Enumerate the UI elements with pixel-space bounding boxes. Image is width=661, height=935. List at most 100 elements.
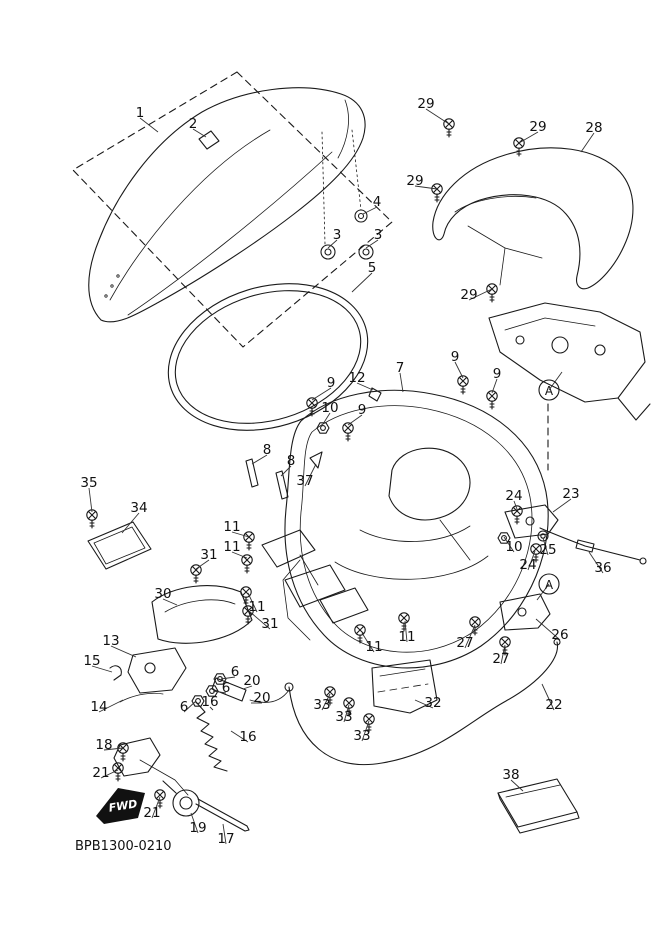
leader-line bbox=[513, 500, 518, 510]
leader-line bbox=[468, 288, 493, 301]
callout-31: 31 bbox=[261, 616, 278, 632]
fwd-label: FWD bbox=[108, 797, 138, 814]
callout-36: 36 bbox=[594, 560, 611, 576]
callout-29: 29 bbox=[529, 119, 546, 135]
leader-line bbox=[347, 414, 363, 426]
callout-13: 13 bbox=[102, 633, 119, 649]
rubber-flap bbox=[87, 521, 152, 570]
leader-line bbox=[343, 704, 350, 723]
callout-9: 9 bbox=[451, 349, 460, 365]
callout-6: 6 bbox=[231, 664, 240, 680]
striker-bracket bbox=[499, 593, 551, 631]
leader-line bbox=[527, 550, 536, 571]
callout-6: 6 bbox=[222, 680, 231, 696]
callout-8: 8 bbox=[263, 442, 272, 458]
callout-35: 35 bbox=[80, 475, 97, 491]
leader-line bbox=[247, 592, 258, 613]
leader-line bbox=[195, 559, 210, 570]
leader-line bbox=[414, 185, 438, 190]
box-hinge-brackets bbox=[261, 529, 369, 624]
leader-line bbox=[248, 610, 271, 630]
callout-18: 18 bbox=[95, 737, 112, 753]
leader-line bbox=[103, 747, 124, 751]
leader-line bbox=[361, 632, 375, 653]
leader-line bbox=[190, 812, 199, 834]
leader-line bbox=[580, 132, 595, 153]
leader-line bbox=[162, 598, 178, 606]
callout-11: 11 bbox=[248, 599, 265, 615]
callout-20: 20 bbox=[243, 673, 260, 689]
callout-29: 29 bbox=[417, 96, 434, 112]
leader-line bbox=[356, 382, 374, 391]
leader-line bbox=[425, 108, 450, 125]
callout-3: 3 bbox=[374, 227, 383, 243]
callout-25: 25 bbox=[539, 542, 556, 558]
leader-line bbox=[322, 412, 331, 425]
leader-line bbox=[491, 378, 498, 394]
leader-line bbox=[251, 454, 268, 465]
leader-line bbox=[362, 206, 378, 215]
exploded-parts-diagram bbox=[72, 71, 651, 834]
leader-line bbox=[321, 693, 331, 711]
callout-27: 27 bbox=[456, 635, 473, 651]
drawing-code: BPB1300-0210 bbox=[75, 839, 172, 854]
leader-line bbox=[121, 512, 140, 534]
leader-line bbox=[518, 131, 539, 144]
seat bbox=[88, 87, 366, 323]
callout-14: 14 bbox=[90, 699, 107, 715]
leader-line bbox=[91, 665, 113, 673]
callout-20: 20 bbox=[253, 690, 270, 706]
leader-line bbox=[231, 551, 248, 559]
callout-11: 11 bbox=[223, 519, 240, 535]
latch-and-cable-36 bbox=[504, 504, 647, 565]
leader-line bbox=[230, 730, 249, 743]
callout-24: 24 bbox=[519, 557, 536, 573]
seat-hinge-stub bbox=[198, 130, 220, 150]
leader-line bbox=[222, 823, 227, 845]
leader-line bbox=[212, 690, 227, 694]
leader-line bbox=[242, 685, 253, 690]
callout-8: 8 bbox=[287, 453, 296, 469]
callout-29: 29 bbox=[460, 287, 477, 303]
reference-letter: A bbox=[545, 578, 554, 592]
leader-line bbox=[88, 487, 93, 513]
seat-grommets bbox=[320, 209, 374, 260]
callout-15: 15 bbox=[83, 653, 100, 669]
leader-line bbox=[231, 531, 250, 538]
bracket-32 bbox=[371, 659, 438, 714]
leader-line bbox=[151, 796, 161, 819]
callout-1: 1 bbox=[136, 105, 145, 121]
cable-22 bbox=[249, 638, 561, 765]
callout-32: 32 bbox=[424, 695, 441, 711]
callout-33: 33 bbox=[335, 709, 352, 725]
leader-line bbox=[500, 644, 506, 665]
callout-33: 33 bbox=[313, 697, 330, 713]
callout-9: 9 bbox=[493, 366, 502, 382]
callout-6: 6 bbox=[180, 699, 189, 715]
leader-line bbox=[311, 387, 332, 401]
leader-line bbox=[304, 463, 317, 487]
reference-circle bbox=[538, 573, 560, 595]
callout-21: 21 bbox=[92, 765, 109, 781]
leader-line bbox=[192, 128, 207, 138]
callout-7: 7 bbox=[396, 360, 405, 376]
leader-line bbox=[327, 239, 338, 249]
leader-line bbox=[183, 700, 197, 713]
reference-circle bbox=[538, 379, 560, 401]
callout-10: 10 bbox=[321, 400, 338, 416]
bracket-30 bbox=[151, 585, 253, 644]
callout-27: 27 bbox=[492, 651, 509, 667]
frame-bracket bbox=[488, 302, 651, 471]
callout-22: 22 bbox=[545, 697, 562, 713]
leader-line bbox=[110, 645, 137, 658]
seat-dashed-boundary bbox=[72, 71, 393, 348]
rear-carrier bbox=[432, 147, 634, 290]
callout-17: 17 bbox=[217, 831, 234, 847]
leader-line bbox=[464, 624, 476, 649]
callout-9: 9 bbox=[358, 402, 367, 418]
leader-line bbox=[139, 117, 159, 133]
leader-line bbox=[404, 620, 408, 643]
fwd-arrow-shape bbox=[96, 788, 145, 824]
